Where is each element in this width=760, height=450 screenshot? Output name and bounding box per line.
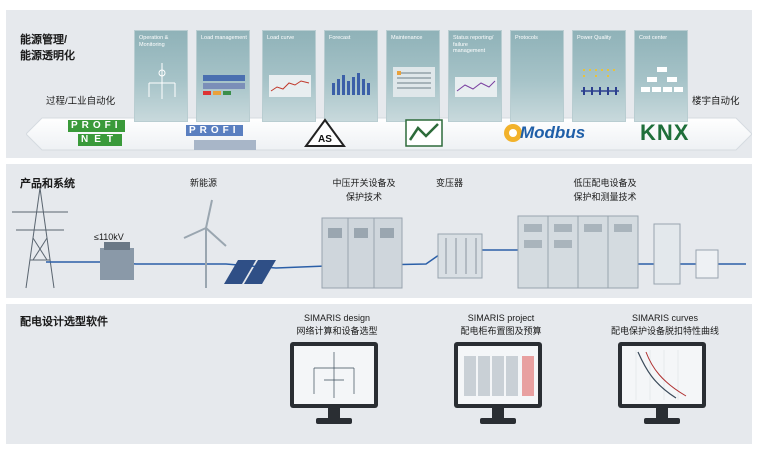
monitor-curves-icon: [618, 342, 706, 424]
module-label: Load management: [201, 35, 247, 41]
software-title: 配电设计选型软件: [20, 316, 108, 328]
mv-switchgear-label: 中压开关设备及 保护技术: [324, 176, 404, 204]
module-load-management: Load management: [196, 30, 250, 122]
energy-title: 能源管理/ 能源透明化: [20, 32, 75, 64]
profinet-logo-bottom: NET: [78, 134, 122, 146]
module-maintenance: Maintenance: [386, 30, 440, 122]
transformer-icon: [437, 233, 483, 279]
simaris-curves-name: SIMARIS curves: [631, 313, 698, 323]
process-automation-label: 过程/工业自动化: [46, 96, 116, 107]
simaris-design-label: SIMARIS design 网络计算和设备选型: [252, 312, 422, 338]
module-operation-monitoring: Operation & Monitoring: [134, 30, 188, 122]
simaris-curves-label: SIMARIS curves 配电保护设备脱扣特性曲线: [580, 312, 750, 338]
lv-switchboard-icon: [517, 215, 639, 289]
mv-label-line1: 中压开关设备及: [332, 178, 396, 188]
simaris-curves-desc: 配电保护设备脱扣特性曲线: [610, 326, 719, 336]
mv-label-line2: 保护技术: [345, 192, 382, 202]
building-automation-label: 楼宇自动化: [692, 96, 740, 107]
load-curve-icon: [269, 75, 311, 97]
energy-management-panel: 能源管理/ 能源透明化 Operation & Monitoring Load …: [6, 10, 752, 158]
profinet-logo: PROFI NET: [68, 118, 140, 148]
as-interface-icon: AS: [304, 118, 346, 147]
simaris-design-desc: 网络计算和设备选型: [296, 326, 378, 336]
profibus-logo-text: PROFI: [186, 125, 243, 136]
mv-switchgear-icon: [321, 217, 403, 289]
transmission-tower-icon: [12, 187, 68, 289]
voltage-label: ≤110kV: [94, 232, 124, 242]
simaris-project-desc: 配电柜布置图及预算: [460, 326, 542, 336]
profibus-logo-bar: [194, 140, 256, 150]
org-chart-icon: [641, 67, 683, 92]
transformer-label: 变压器: [436, 178, 464, 188]
module-power-quality: Power Quality: [572, 30, 626, 122]
profinet-logo-top: PROFI: [68, 120, 125, 132]
power-distribution-diagram: [12, 187, 746, 289]
module-label: Cost center: [639, 35, 668, 41]
modbus-logo: Modbus: [502, 118, 602, 148]
distribution-cabinet-icon: [653, 223, 719, 285]
module-label: Status reporting/ failure management: [453, 35, 494, 54]
power-quality-icon: [581, 69, 619, 95]
module-label: Protocols: [515, 35, 538, 41]
module-label: Maintenance: [391, 35, 423, 41]
module-label: Forecast: [329, 35, 351, 41]
module-status-reporting: Status reporting/ failure management: [448, 30, 502, 122]
wind-turbine-icon: [183, 199, 227, 288]
products-systems-panel: 产品和系统: [6, 164, 752, 298]
lv-label-line2: 保护和测量技术: [573, 192, 637, 202]
modbus-gear-icon: [504, 124, 522, 142]
module-protocols: Protocols: [510, 30, 564, 122]
simaris-design-name: SIMARIS design: [303, 313, 371, 323]
bar-matrix-icon: [203, 75, 245, 95]
svg-text:AS: AS: [318, 134, 332, 145]
lv-label-line1: 低压配电设备及: [573, 178, 637, 188]
monitor-project-icon: [454, 342, 542, 424]
module-load-curve: Load curve: [262, 30, 316, 122]
renewable-label: 新能源: [190, 178, 218, 188]
status-chart-icon: [455, 77, 497, 97]
lv-switchboard-label: 低压配电设备及 保护和测量技术: [562, 176, 648, 204]
module-label: Operation & Monitoring: [139, 35, 169, 48]
knx-logo: KNX: [636, 118, 706, 148]
products-title: 产品和系统: [20, 178, 75, 190]
module-label: Power Quality: [577, 35, 612, 41]
single-line-icon: [148, 63, 176, 99]
hv-transformer-icon: [100, 242, 134, 280]
energy-title-line1: 能源管理/: [20, 34, 68, 46]
maintenance-list-icon: [393, 67, 435, 97]
simaris-project-label: SIMARIS project 配电柜布置图及预算: [416, 312, 586, 338]
simaris-project-name: SIMARIS project: [467, 313, 535, 323]
module-label: Load curve: [267, 35, 295, 41]
knx-logo-text: KNX: [640, 120, 690, 145]
monitor-design-icon: [290, 342, 378, 424]
software-panel: 配电设计选型软件 SIMARIS design 网络计算和设备选型 SIMARI…: [6, 304, 752, 444]
module-cost-center: Cost center: [634, 30, 688, 122]
forecast-bars-icon: [332, 73, 370, 95]
energy-title-line2: 能源透明化: [20, 50, 75, 62]
industrial-ethernet-icon: [405, 119, 443, 147]
profibus-logo: PROFI: [186, 118, 266, 150]
as-interface-logo: AS: [302, 118, 348, 148]
module-forecast: Forecast: [324, 30, 378, 122]
solar-panel-icon: [224, 260, 276, 284]
modbus-logo-text: Modbus: [520, 123, 586, 142]
industrial-ethernet-logo: [404, 118, 444, 148]
